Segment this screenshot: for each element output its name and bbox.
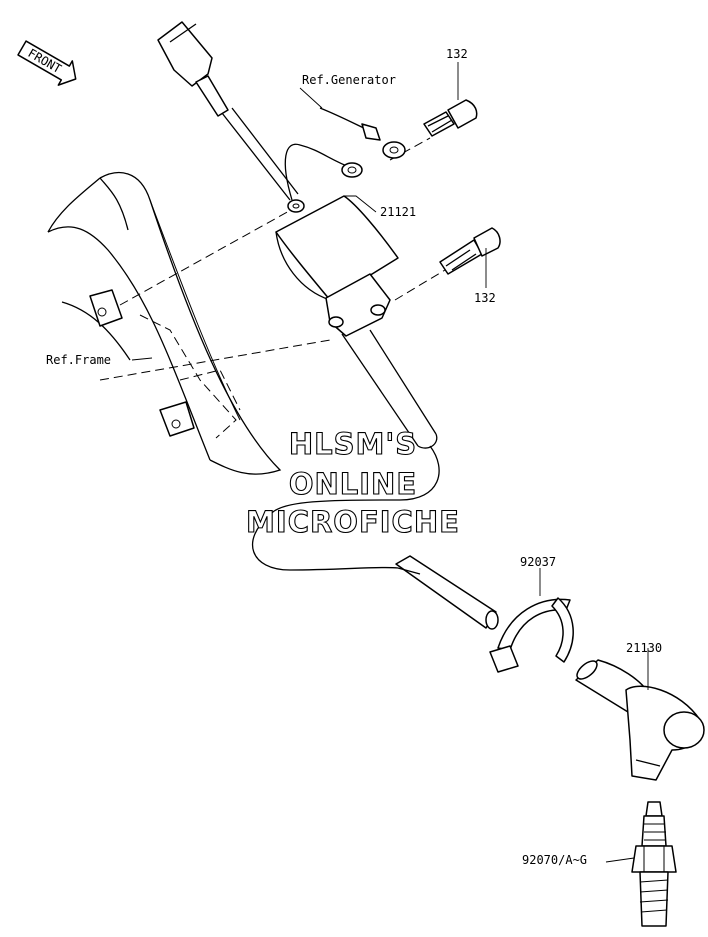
watermark-line-2: ONLINE [289, 467, 417, 501]
frame-outline [47, 171, 282, 475]
coil-connector-wire [157, 21, 299, 201]
label-ignition-coil: 21121 [380, 205, 416, 219]
front-arrow-text: FRONT [25, 46, 63, 76]
ground-wire [284, 143, 363, 201]
label-plug-cap: 21130 [626, 641, 662, 655]
ignition-coil [252, 195, 499, 630]
label-bolt-top: 132 [446, 47, 468, 61]
label-ref-generator: Ref.Generator [302, 73, 396, 87]
band-clamp [489, 597, 574, 673]
front-arrow-badge: FRONT [17, 40, 77, 86]
bolt-top [423, 99, 478, 137]
leader-lines [131, 62, 649, 863]
label-spark-plug: 92070/A~G [522, 853, 587, 867]
label-bolt-bottom: 132 [474, 291, 496, 305]
bolt-bottom [439, 227, 501, 275]
watermark-line-3: MICROFICHE [246, 505, 460, 539]
watermark-line-1: HLSM'S [289, 427, 417, 461]
spark-plug [631, 801, 677, 927]
spark-plug-cap [575, 659, 705, 781]
label-band: 92037 [520, 555, 556, 569]
watermark: HLSM'S ONLINE MICROFICHE [246, 426, 460, 539]
label-ref-frame: Ref.Frame [46, 353, 111, 367]
generator-wire [319, 107, 406, 159]
